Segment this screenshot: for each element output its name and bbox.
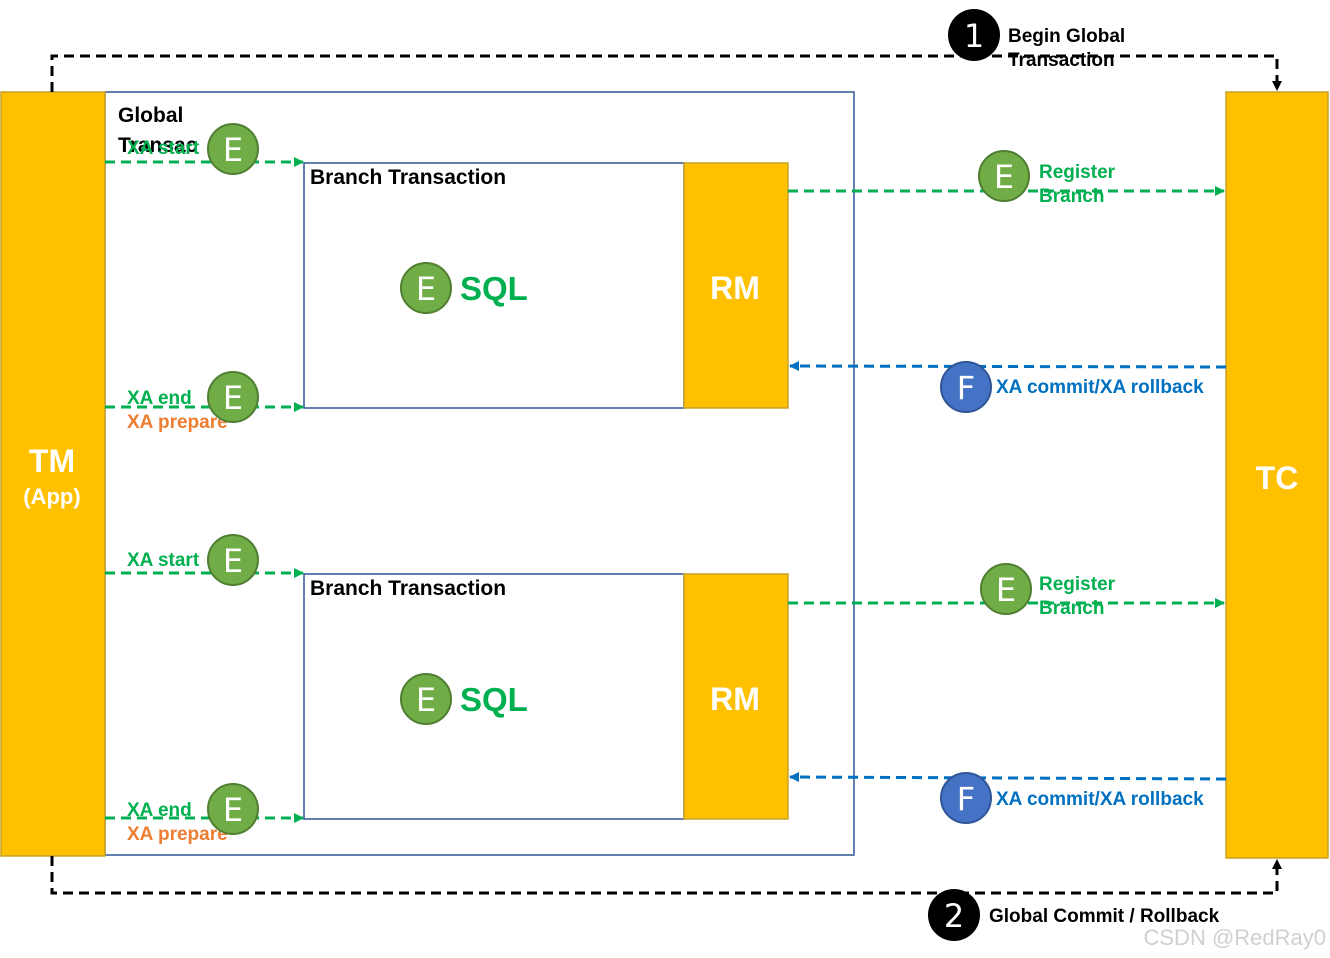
rm-block-1 [683,162,789,409]
register-badge-2 [980,563,1032,615]
register-label-line2-1: Branch [1039,186,1104,207]
xa-end-label-2: XA end [127,800,192,821]
rm-label-1: RM [710,270,760,306]
commit-label-2: XA commit/XA rollback [996,789,1204,810]
global-transaction-label-line1: Global [118,104,183,127]
rm-label-2: RM [710,681,760,717]
watermark: CSDN @RedRay0 [1144,925,1327,950]
register-label-line2-2: Branch [1039,598,1104,619]
xa-commit-arrow-1 [789,361,1227,372]
commit-badge-2 [940,772,992,824]
rm-block-2 [683,573,789,820]
branch-title-1: Branch Transaction [310,166,506,189]
xa-start-label-2: XA start [127,550,200,571]
tm-title: TM [29,443,75,479]
step-1-badge [948,9,1000,61]
tm-subtitle: (App) [23,484,80,509]
xa-start-badge-2 [207,534,259,586]
xa-end-badge-letter-1: E [223,379,243,417]
sql-label-1: SQL [460,270,528,307]
tc-title: TC [1256,460,1299,496]
commit-badge-letter-1: F [957,369,975,407]
commit-label-1: XA commit/XA rollback [996,377,1204,398]
step-1-label-line1: Begin Global [1008,26,1125,47]
sql-badge-letter-1: E [416,270,436,308]
branch-title-2: Branch Transaction [310,577,506,600]
commit-badge-1 [940,361,992,413]
xa-start-badge-1 [207,123,259,175]
sql-label-2: SQL [460,681,528,718]
step-2-badge [928,889,980,941]
step-2-number: 2 [944,897,964,935]
sql-badge-1 [400,262,452,314]
xa-start-label-1: XA start [127,138,200,159]
register-label-line1-1: Register [1039,162,1116,183]
begin-global-arrow [50,54,1282,92]
tm-block [0,91,106,857]
tc-block [1225,91,1329,859]
step-2-label: Global Commit / Rollback [989,906,1220,927]
global-commit-arrow [50,856,1282,895]
sql-badge-2 [400,673,452,725]
commit-badge-letter-2: F [957,780,975,818]
xa-end-badge-1 [207,371,259,423]
register-badge-letter-2: E [996,571,1016,609]
register-label-line1-2: Register [1039,574,1116,595]
xa-prepare-label-1: XA prepare [127,412,228,433]
xa-commit-arrow-2 [789,772,1227,783]
xa-prepare-label-2: XA prepare [127,824,228,845]
global-transaction-label-line2: Transac [118,134,198,157]
step-1-number: 1 [964,17,984,55]
sql-badge-letter-2: E [416,681,436,719]
xa-start-badge-letter-2: E [223,542,243,580]
xa-end-label-1: XA end [127,388,192,409]
xa-start-badge-letter-1: E [223,131,243,169]
register-badge-letter-1: E [994,158,1014,196]
xa-end-badge-letter-2: E [223,791,243,829]
branch-transaction-box-1 [303,162,685,409]
register-badge-1 [978,150,1030,202]
branch-transaction-box-2 [303,573,685,820]
xa-end-badge-2 [207,783,259,835]
step-1-label-line2: Transaction [1008,50,1115,71]
